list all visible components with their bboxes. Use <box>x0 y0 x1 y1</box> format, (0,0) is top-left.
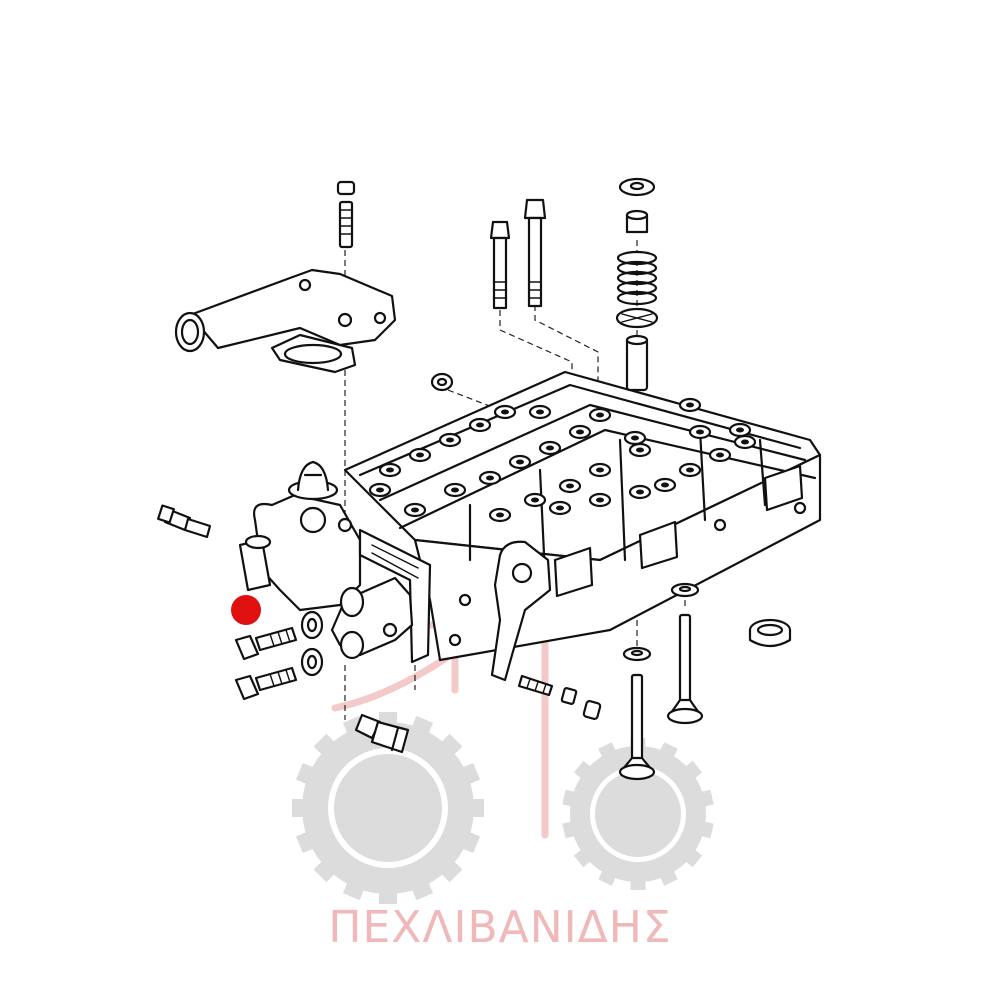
gear-tooth <box>562 821 576 839</box>
gear-tooth <box>573 760 592 779</box>
valve-port-hole <box>576 429 584 435</box>
outlet-gasket <box>270 333 357 374</box>
stud-top <box>338 200 354 249</box>
gear-tooth <box>598 870 617 886</box>
gear-tooth <box>700 789 714 807</box>
valve-port-hole <box>476 422 484 428</box>
gear-tooth <box>313 861 335 883</box>
valve-spring <box>616 250 658 306</box>
gear-tooth <box>472 799 484 817</box>
gear-tooth <box>630 880 646 890</box>
nut-top <box>336 180 356 196</box>
valve-port-hole <box>386 467 394 473</box>
valve-cap <box>625 209 649 234</box>
temperature-sender <box>157 504 212 539</box>
head-bolt-2 <box>523 198 547 308</box>
valve-port-hole <box>636 489 644 495</box>
gear-tooth <box>598 742 617 758</box>
water-outlet-elbow <box>174 268 397 353</box>
intake-valve <box>666 613 704 725</box>
gear-tooth <box>411 715 434 734</box>
gear-tooth <box>684 849 703 868</box>
spring-retainer <box>615 307 659 329</box>
valve-port-hole <box>486 475 494 481</box>
right-wheel-gear <box>570 746 706 882</box>
valve-port-hole <box>416 452 424 458</box>
gear-tooth <box>700 821 714 839</box>
gear-tooth <box>462 831 481 854</box>
valve-port-hole <box>636 447 644 453</box>
thermostat <box>287 460 339 501</box>
gear-tooth <box>379 712 397 724</box>
lifting-bracket <box>490 540 552 682</box>
valve-port-hole <box>661 482 669 488</box>
manifold-gasket <box>358 528 432 664</box>
valve-port-hole <box>496 512 504 518</box>
left-wheel-gear <box>302 722 474 894</box>
gear-tooth <box>295 762 314 785</box>
valve-port-hole <box>451 487 459 493</box>
head-bolt-1 <box>489 220 511 310</box>
bypass-fitting <box>330 576 414 660</box>
sealing-washers <box>300 610 324 677</box>
gear-tooth <box>295 831 314 854</box>
gear-tooth <box>562 789 576 807</box>
callout-marker <box>231 595 261 625</box>
valve-seat-ring <box>748 618 792 648</box>
gear-tooth <box>441 861 463 883</box>
valve-port-hole <box>686 402 694 408</box>
gear-tooth <box>379 892 397 904</box>
valve-port-hole <box>546 445 554 451</box>
valve-port-hole <box>631 435 639 441</box>
valve-port-hole <box>741 439 749 445</box>
housing-bolt-upper <box>234 626 298 661</box>
gear-tooth <box>313 733 335 755</box>
valve-port-hole <box>446 437 454 443</box>
gear-tooth <box>659 870 678 886</box>
valve-port-hole <box>716 452 724 458</box>
gear-tooth <box>659 742 678 758</box>
valve-guide <box>625 334 649 392</box>
stud-nuts <box>560 687 602 720</box>
valve-port-hole <box>736 427 744 433</box>
valve-port-hole <box>501 409 509 415</box>
gear-tooth <box>441 733 463 755</box>
gear-tooth <box>411 882 434 901</box>
housing-bolt-lower <box>234 666 298 701</box>
thermostat-housing <box>238 493 362 612</box>
valve-port-hole <box>596 467 604 473</box>
valve-port-hole <box>516 459 524 465</box>
gear-tooth <box>462 762 481 785</box>
valve-stem-seal-1 <box>670 582 700 598</box>
valve-port-hole <box>556 505 564 511</box>
valve-port-hole <box>411 507 419 513</box>
valve-port-hole <box>686 467 694 473</box>
valve-port-hole <box>696 429 704 435</box>
valve-port-hole <box>536 409 544 415</box>
manifold-stud <box>517 674 554 697</box>
valve-stem-seal-2 <box>622 646 652 662</box>
valve-port-hole <box>376 487 384 493</box>
valve-cap-washer <box>618 177 656 197</box>
exhaust-valve <box>618 673 656 781</box>
valve-port-hole <box>531 497 539 503</box>
gear-tooth <box>292 799 304 817</box>
gear-tooth <box>573 849 592 868</box>
valve-port-hole <box>596 497 604 503</box>
gear-tooth <box>684 760 703 779</box>
rubber-seal-top <box>430 372 454 392</box>
gear-tooth <box>342 882 365 901</box>
valve-port-hole <box>596 412 604 418</box>
pressure-switch <box>354 713 410 754</box>
valve-port-hole <box>566 483 574 489</box>
head-bolt-holes <box>368 397 757 523</box>
